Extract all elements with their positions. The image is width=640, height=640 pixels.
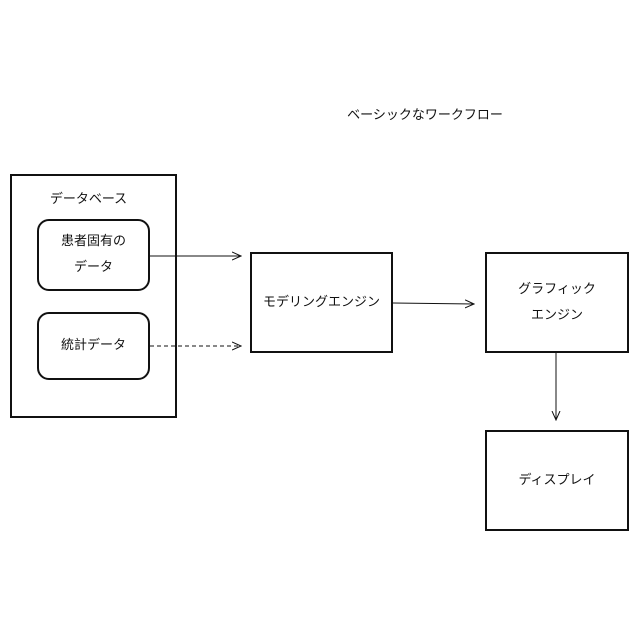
arrow-modeling-to-graphic — [393, 303, 474, 304]
